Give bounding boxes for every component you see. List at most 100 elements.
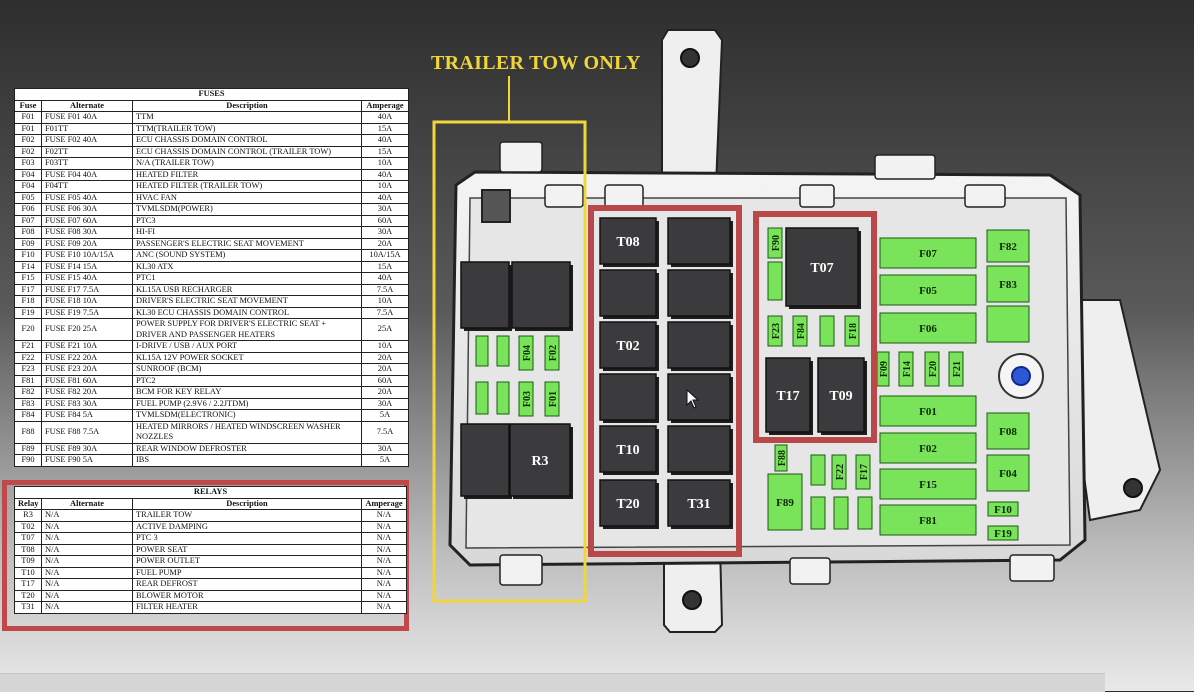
fuse-f07: F07: [879, 237, 977, 269]
table-cell: FUSE F05 40A: [41, 191, 133, 204]
table-cell: 5A: [360, 454, 410, 467]
fuse-f82: F82: [986, 229, 1030, 263]
fuse-f15: F15: [879, 468, 977, 500]
table-cell: F06: [14, 203, 42, 216]
fuse-label: F06: [919, 323, 937, 335]
fuse-label: F01: [919, 406, 937, 418]
relay-label: T17: [776, 389, 799, 404]
relay-t10: T10: [599, 425, 659, 475]
relay-t02: T02: [599, 321, 659, 371]
relay-label: T31: [687, 497, 710, 512]
fuse-f88: F88: [774, 444, 788, 472]
relay-unlabeled: [667, 217, 733, 267]
fuse-label: F05: [919, 285, 937, 297]
table-cell: N/A: [41, 520, 133, 533]
fuse-f01: F01: [879, 395, 977, 427]
relay-label: T02: [616, 339, 639, 354]
table-cell: N/A: [360, 589, 408, 602]
fuse-label: F02: [548, 345, 559, 361]
table-cell: REAR DEFROST: [132, 578, 362, 591]
table-cell: F08: [14, 226, 42, 239]
relay-t08: T08: [599, 217, 659, 267]
fuse-f02l: F02: [544, 335, 560, 371]
relay-group-highlight-right: [753, 211, 877, 443]
fuse-f81: F81: [879, 504, 977, 536]
relay-unlabeled: [460, 423, 512, 499]
fuse-slot: [833, 496, 849, 530]
fuse-label: F18: [848, 323, 859, 339]
table-cell: FUSE F07 60A: [41, 214, 133, 227]
fuse-label: F23: [771, 323, 782, 339]
relay-label: T08: [616, 235, 639, 250]
table-cell: POWER SEAT: [132, 543, 362, 556]
fuse-label: F89: [776, 497, 794, 509]
table-cell: F03TT: [41, 157, 133, 170]
fuse-label: F21: [952, 361, 963, 377]
fuse-slot: [986, 305, 1030, 343]
fuse-f08: F08: [986, 412, 1030, 450]
fuse-label: F07: [919, 248, 937, 260]
table-cell: N/A: [360, 532, 408, 545]
fuse-label: F81: [919, 515, 937, 527]
fuse-label: F20: [928, 361, 939, 377]
fuse-slot: [496, 335, 510, 367]
fuse-label: F19: [994, 528, 1012, 540]
fuse-f89: F89: [767, 473, 803, 531]
table-cell: N/A: [360, 543, 408, 556]
table-cell: FUSE F09 20A: [41, 237, 133, 250]
fuse-f21: F21: [948, 351, 964, 387]
trailer-tow-highlight: [432, 120, 587, 603]
connector-socket: [481, 189, 511, 223]
fuse-f18: F18: [844, 315, 860, 347]
fuse-f90: F90: [767, 227, 783, 259]
relay-label: R3: [531, 454, 548, 469]
fuse-f19: F19: [987, 525, 1019, 541]
fuse-f04l: F04: [518, 335, 534, 371]
table-cell: N/A: [360, 578, 408, 591]
table-cell: N/A: [360, 509, 408, 522]
relay-t31: T31: [667, 479, 733, 529]
fuse-slot: [496, 381, 510, 415]
table-cell: N/A: [41, 589, 133, 602]
fuse-label: F88: [777, 450, 788, 466]
fuse-label: F17: [859, 464, 870, 480]
table-cell: FUSE F08 30A: [41, 226, 133, 239]
table-cell: F02: [14, 145, 42, 158]
fuse-label: F04: [522, 345, 533, 361]
fuse-f09: F09: [876, 351, 890, 387]
relay-t20: T20: [599, 479, 659, 529]
fuse-label: F09: [879, 361, 890, 377]
fuse-f22: F22: [831, 454, 847, 490]
table-cell: N/A: [360, 566, 408, 579]
relay-label: T09: [829, 389, 852, 404]
relay-label: T20: [616, 497, 639, 512]
fuse-label: F84: [796, 323, 807, 339]
fuse-label: F10: [994, 504, 1012, 516]
power-stud-icon: [1011, 366, 1031, 386]
table-cell: 30A: [360, 203, 410, 216]
table-cell: 40A: [360, 168, 410, 181]
fuse-f83: F83: [986, 265, 1030, 303]
table-cell: PTC3: [132, 214, 362, 227]
fuse-label: F04: [999, 468, 1017, 480]
fuse-label: F82: [999, 241, 1017, 253]
fuse-f23: F23: [767, 315, 783, 347]
